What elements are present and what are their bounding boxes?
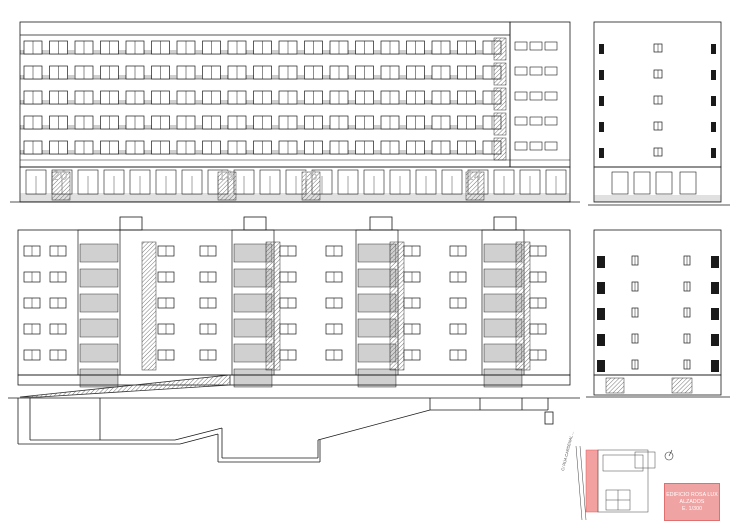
- edge-window-right: [711, 148, 716, 158]
- balcony: [357, 368, 397, 388]
- edge-window-right: [711, 70, 716, 80]
- edge-window-right: [711, 122, 716, 132]
- entrance-door: [51, 171, 71, 201]
- side-block-window: [514, 91, 528, 101]
- balcony: [483, 368, 523, 388]
- edge-window-right: [711, 256, 719, 268]
- plinth: [20, 193, 570, 202]
- main-elevation-windows: [20, 37, 570, 161]
- balcony: [79, 268, 119, 288]
- hatched-panel: [493, 87, 507, 111]
- hatched-panel: [493, 37, 507, 61]
- garage-door: [605, 377, 625, 394]
- edge-window-right: [711, 44, 716, 54]
- balcony: [79, 318, 119, 338]
- ground-opening: [611, 171, 629, 195]
- side-block-window: [514, 41, 528, 51]
- edge-window-left: [597, 360, 605, 372]
- entrance-door: [217, 171, 237, 201]
- rear-elevation-bays: [77, 229, 531, 388]
- edge-window-right: [711, 360, 719, 372]
- edge-window-left: [597, 308, 605, 320]
- drawing-type: ALZADOS: [679, 498, 705, 505]
- entrance-door: [465, 171, 485, 201]
- side-block-window: [529, 116, 543, 126]
- side-block-window: [529, 141, 543, 151]
- rear-elevation-windows: [23, 245, 547, 361]
- north-arrow-icon: [664, 449, 674, 461]
- stair-column: [389, 241, 405, 371]
- building-number-16: 16: [302, 167, 318, 183]
- hatched-panel: [493, 137, 507, 161]
- plinth: [594, 195, 721, 202]
- site-key-plan: [575, 445, 656, 521]
- side-block-window: [529, 41, 543, 51]
- ground-opening: [633, 171, 651, 195]
- edge-window-left: [599, 44, 604, 54]
- stair-column: [265, 241, 281, 371]
- balcony: [233, 368, 273, 388]
- edge-window-right: [711, 334, 719, 346]
- stair-column: [515, 241, 531, 371]
- edge-window-right: [711, 96, 716, 106]
- building-number-18: 18: [218, 167, 234, 183]
- edge-window-right: [711, 308, 719, 320]
- side-block-window: [514, 66, 528, 76]
- hatched-panel: [493, 62, 507, 86]
- stair-column: [141, 241, 157, 371]
- side-block-window: [514, 116, 528, 126]
- side-block-window: [544, 41, 558, 51]
- side-block-window: [544, 66, 558, 76]
- building-number-20: 20: [52, 167, 68, 183]
- edge-window-left: [597, 256, 605, 268]
- entrance-door: [301, 171, 321, 201]
- edge-window-left: [599, 148, 604, 158]
- hatched-panel: [493, 112, 507, 136]
- garage-door: [671, 377, 693, 394]
- balcony: [79, 243, 119, 263]
- ground-opening: [655, 171, 673, 195]
- side-block-window: [529, 66, 543, 76]
- balcony: [79, 368, 119, 388]
- building-number-14: 14: [466, 167, 482, 183]
- title-plate: EDIFICIO ROSA LUX ALZADOS E. 1/300: [664, 483, 720, 521]
- building-number-labels: 20 18 16 14: [52, 167, 482, 183]
- side-block-window: [514, 141, 528, 151]
- edge-window-left: [597, 334, 605, 346]
- side-elevation-bottom-windows: [597, 255, 719, 394]
- side-block-window: [529, 91, 543, 101]
- edge-window-left: [599, 96, 604, 106]
- balcony: [79, 343, 119, 363]
- project-title: EDIFICIO ROSA LUX: [666, 491, 718, 498]
- edge-window-left: [599, 70, 604, 80]
- side-block-window: [544, 116, 558, 126]
- main-elevation-ground-floor: [20, 169, 570, 202]
- side-block-window: [544, 91, 558, 101]
- side-block-window: [544, 141, 558, 151]
- balcony: [79, 293, 119, 313]
- edge-window-left: [597, 282, 605, 294]
- ground-opening: [679, 171, 697, 195]
- side-elevation-bottom: [586, 229, 730, 398]
- side-elevation-top-windows: [594, 43, 721, 202]
- edge-window-left: [599, 122, 604, 132]
- basement-section: [8, 374, 580, 463]
- drawing-scale: E. 1/300: [681, 505, 703, 512]
- edge-window-right: [711, 282, 719, 294]
